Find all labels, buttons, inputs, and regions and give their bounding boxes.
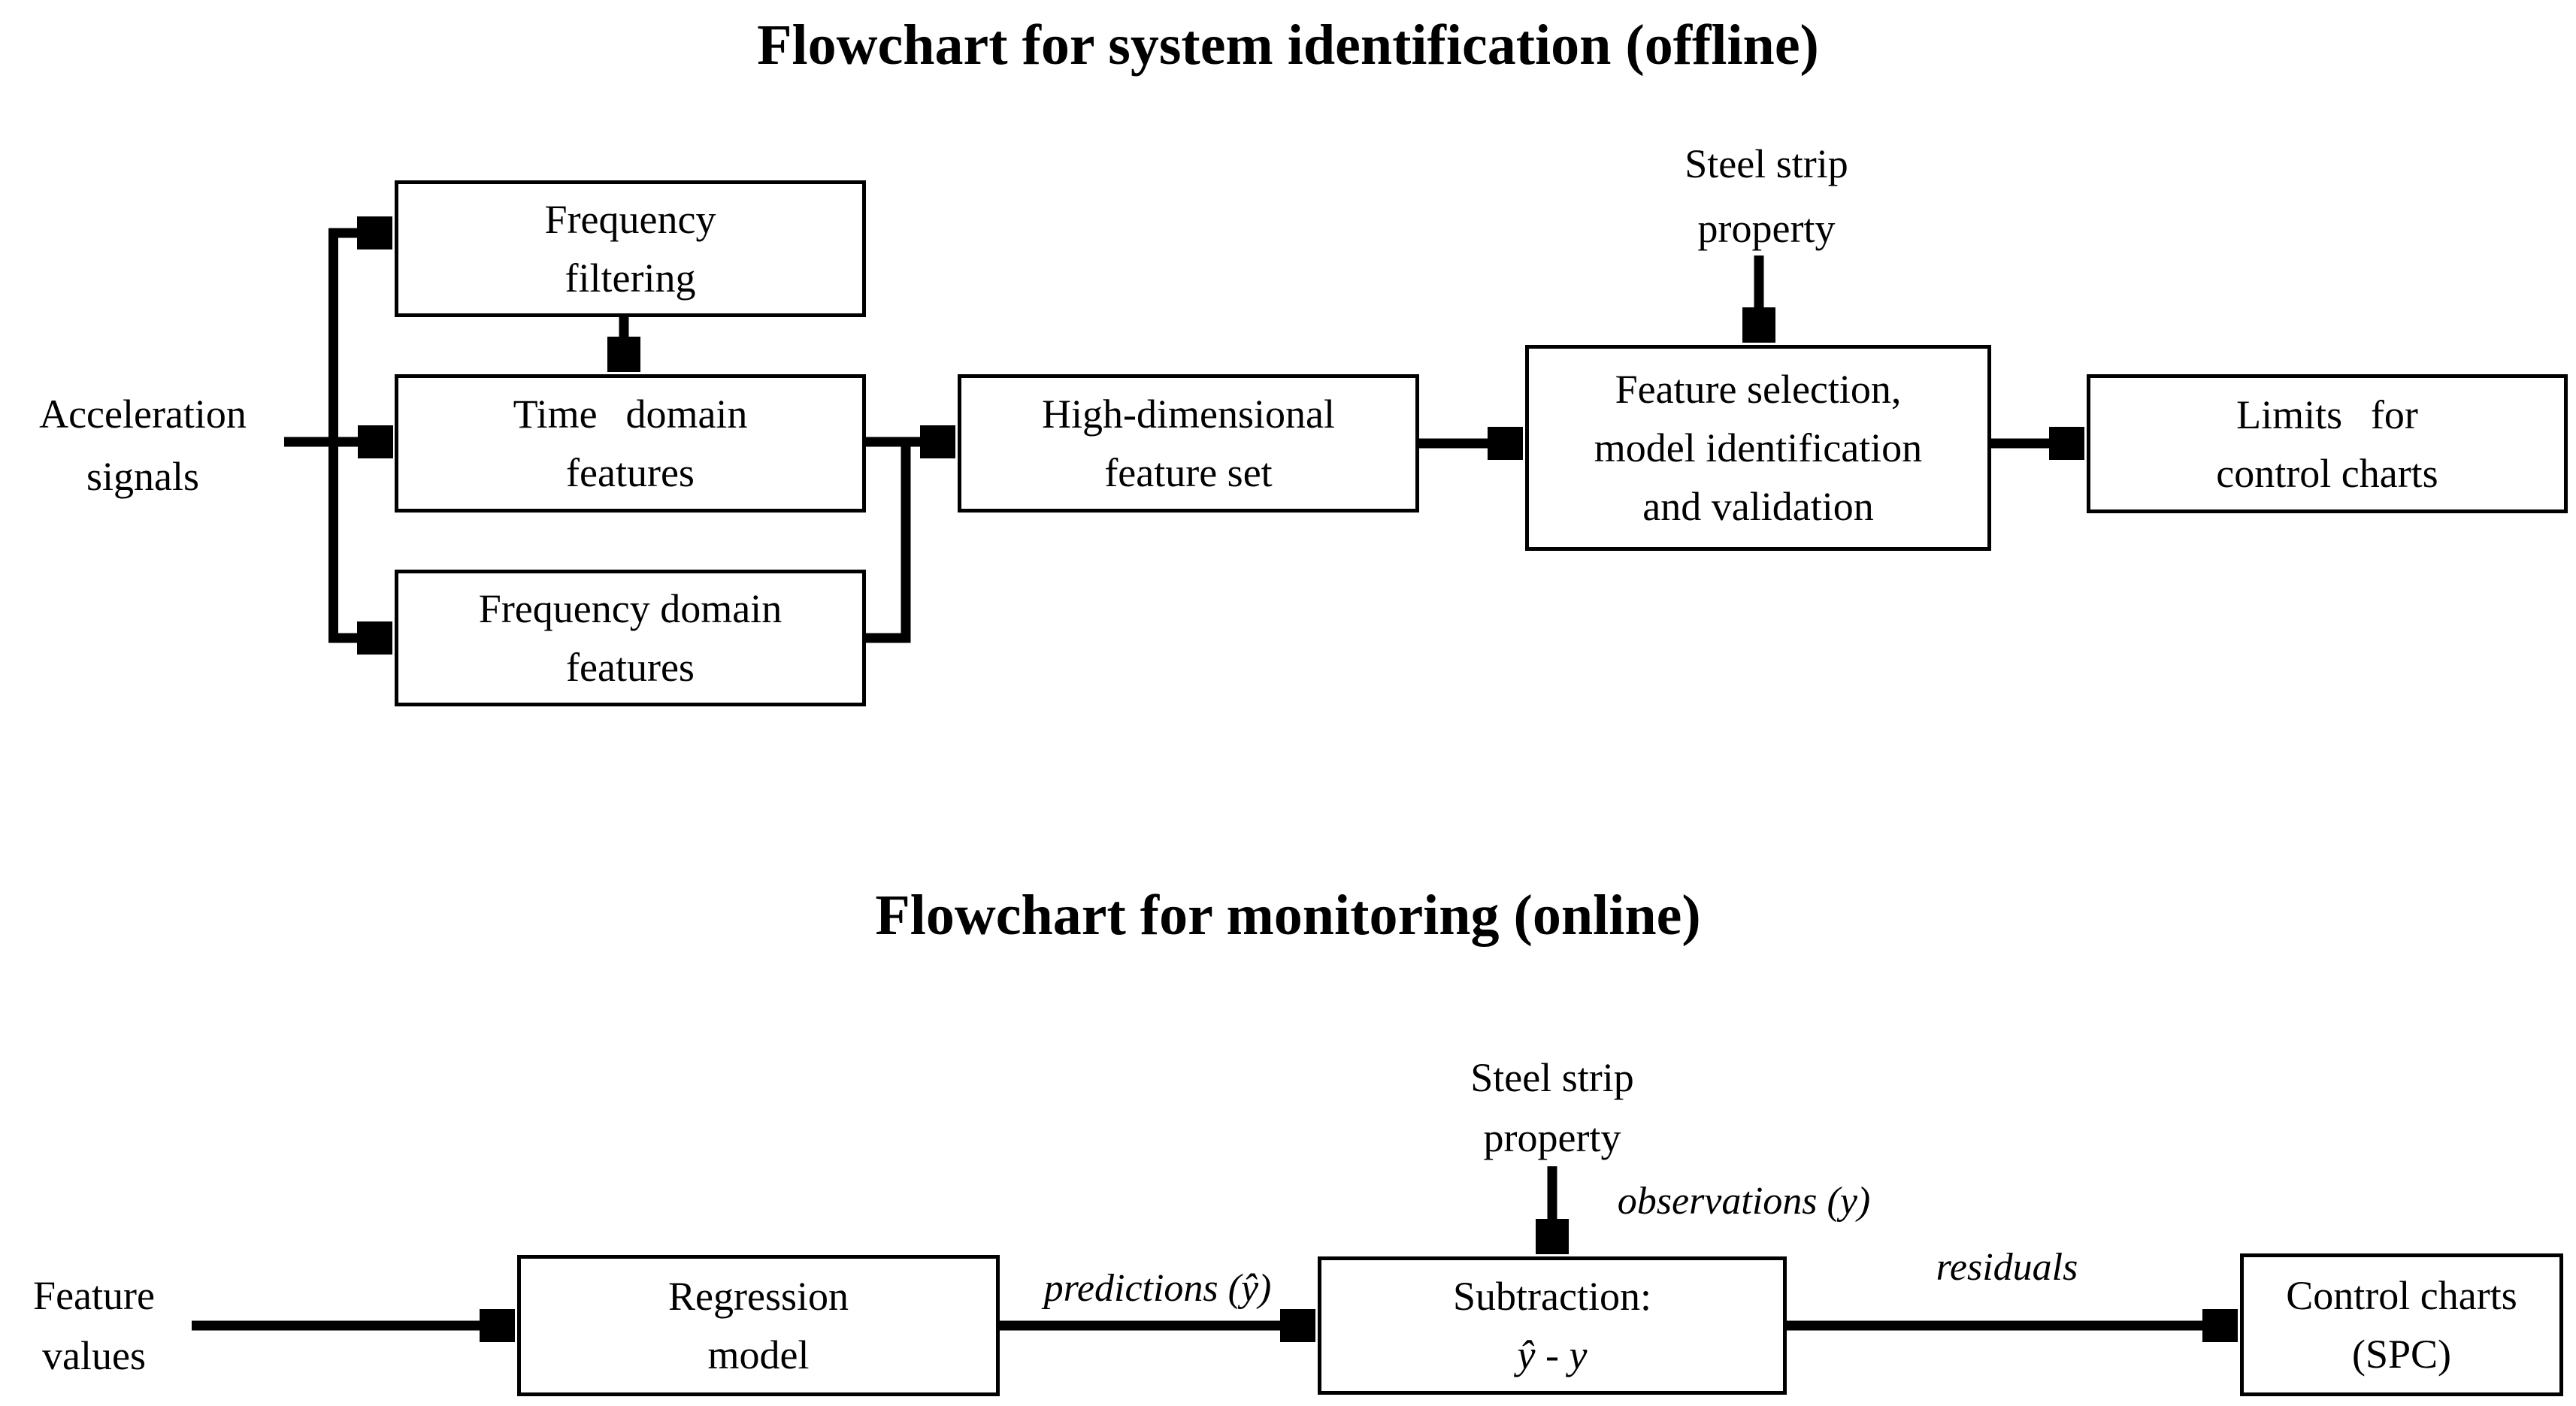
high-dimensional-line2: feature set: [1104, 450, 1273, 495]
box-control-charts-spc: Control charts (SPC): [2240, 1253, 2563, 1396]
control-charts-line1: Control charts: [2286, 1273, 2517, 1318]
regression-line1: Regression: [668, 1274, 849, 1319]
predictions-edge-label: predictions (ŷ): [1043, 1267, 1272, 1310]
frequency-filtering-line1: Frequency: [544, 197, 716, 242]
steel-strip-line2: property: [1697, 206, 1836, 251]
steel-strip-property-label-offline: Steel strip property: [1616, 132, 1917, 261]
acceleration-signals-label: Acceleration signals: [0, 383, 286, 508]
feature-selection-line3: and validation: [1642, 484, 1874, 529]
box-limits-for-control-charts: Limits for control charts: [2087, 374, 2568, 513]
feature-values-label: Feature values: [0, 1265, 188, 1386]
feature-values-line1: Feature: [33, 1273, 155, 1318]
frequency-domain-line1: Frequency domain: [478, 586, 782, 631]
box-time-domain-features: Time domain features: [395, 374, 866, 513]
acceleration-signals-line1: Acceleration: [39, 392, 247, 437]
acceleration-signals-line2: signals: [86, 454, 199, 499]
box-feature-selection: Feature selection, model identification …: [1525, 345, 1991, 551]
connector-frequency-domain-merge: [866, 442, 911, 643]
control-charts-line2: (SPC): [2351, 1332, 2452, 1377]
high-dimensional-line1: High-dimensional: [1042, 392, 1335, 437]
subtraction-line1: Subtraction:: [1453, 1274, 1651, 1319]
box-subtraction: Subtraction: ŷ - y: [1318, 1256, 1787, 1395]
box-regression-model: Regression model: [517, 1255, 1000, 1396]
time-domain-line2: features: [566, 450, 695, 495]
frequency-domain-line2: features: [566, 645, 695, 690]
feature-selection-line1: Feature selection,: [1615, 367, 1902, 412]
arrow-branch-to-frequency-filtering: [328, 233, 358, 643]
offline-title: Flowchart for system identification (off…: [757, 14, 1819, 77]
feature-values-line2: values: [42, 1333, 146, 1378]
steel-strip-online-line1: Steel strip: [1470, 1055, 1634, 1100]
box-high-dimensional-feature-set: High-dimensional feature set: [958, 374, 1419, 513]
subtraction-formula: ŷ - y: [1517, 1332, 1588, 1377]
online-title: Flowchart for monitoring (online): [875, 884, 1701, 947]
steel-strip-line1: Steel strip: [1685, 141, 1848, 186]
box-frequency-filtering: Frequency filtering: [395, 180, 866, 317]
limits-line2: control charts: [2216, 450, 2438, 496]
frequency-filtering-line2: filtering: [565, 255, 696, 301]
limits-line1: Limits for: [2236, 392, 2418, 437]
feature-selection-line2: model identification: [1594, 425, 1923, 470]
steel-strip-property-label-online: Steel strip property: [1402, 1048, 1703, 1168]
observations-edge-label: observations (y): [1617, 1180, 1871, 1223]
time-domain-line1: Time domain: [513, 392, 748, 437]
box-frequency-domain-features: Frequency domain features: [395, 570, 866, 706]
regression-line2: model: [707, 1332, 810, 1377]
steel-strip-online-line2: property: [1483, 1115, 1621, 1160]
residuals-edge-label: residuals: [1936, 1246, 2078, 1289]
